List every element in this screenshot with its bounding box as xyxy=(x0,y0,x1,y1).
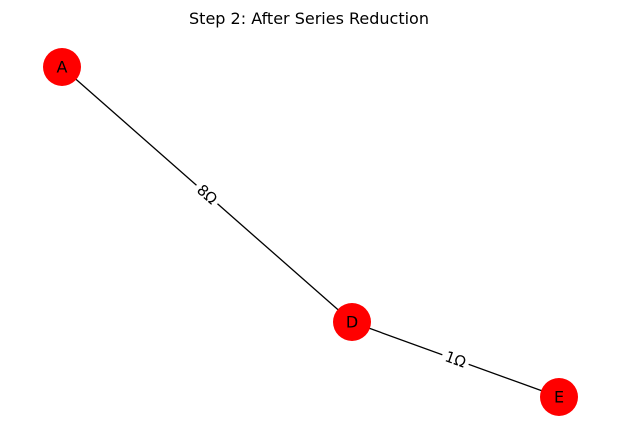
edge-label-background xyxy=(190,178,224,211)
node-label-e: E xyxy=(554,388,564,407)
edge-labels-layer: 8Ω 1Ω xyxy=(190,178,472,373)
edge-label-group: 8Ω xyxy=(190,178,224,211)
node-a xyxy=(43,48,81,86)
nodes-layer: A D E xyxy=(43,48,578,416)
node-e xyxy=(540,378,578,416)
edges-layer xyxy=(61,66,560,398)
node-label-d: D xyxy=(346,313,358,332)
edge-label-group: 1Ω xyxy=(439,346,472,373)
node-d xyxy=(333,303,371,341)
diagram-title: Step 2: After Series Reduction xyxy=(189,9,429,28)
edge-label-background xyxy=(439,346,472,373)
node-label-a: A xyxy=(57,58,68,77)
